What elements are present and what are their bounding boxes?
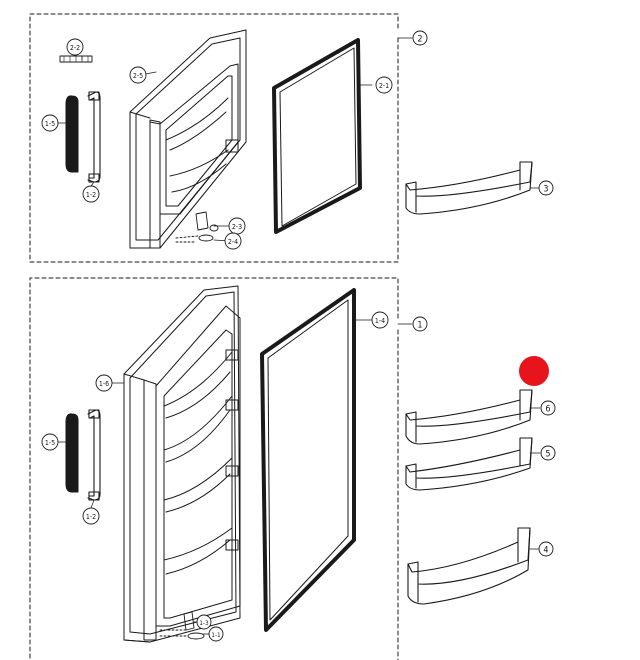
lower-door-group-box [29,277,413,660]
upper-seal-strip [59,55,93,63]
red-marker [519,356,549,386]
upper-handle-cover [65,95,79,173]
svg-text:2-3: 2-3 [232,223,242,231]
svg-text:1-2: 1-2 [86,513,96,521]
svg-text:2-4: 2-4 [228,238,238,246]
callout-4: 4 [538,541,554,557]
callout-1-2-top: 1-2 [82,185,100,203]
svg-text:2-2: 2-2 [70,44,80,52]
upper-hinge-parts [175,211,219,243]
callout-1-5-top: 1-5 [41,114,59,132]
lower-handle [87,409,101,501]
callout-2-4: 2-4 [224,232,242,250]
svg-text:1-1: 1-1 [211,631,221,639]
callout-6: 6 [540,400,556,416]
svg-text:2-5: 2-5 [133,72,143,80]
door-bin-5 [405,437,533,491]
callout-1-5-bottom: 1-5 [41,433,59,451]
callout-2-2: 2-2 [66,38,84,56]
callout-1-1: 1-1 [208,626,224,642]
lower-gasket [260,288,356,632]
upper-handle [87,91,101,183]
upper-gasket [272,38,362,234]
svg-text:1: 1 [417,321,422,331]
callout-1-3: 1-3 [196,614,212,630]
door-bin-3 [405,161,533,215]
door-bin-6 [405,389,533,445]
lower-door-panel [123,285,241,643]
callout-2: 2 [412,30,428,46]
svg-text:2-1: 2-1 [379,82,389,90]
svg-text:1-2: 1-2 [86,191,96,199]
callout-2-5: 2-5 [129,66,147,84]
svg-text:4: 4 [543,546,548,556]
callout-1-2-bottom: 1-2 [82,507,100,525]
svg-text:6: 6 [545,405,550,415]
svg-text:1-6: 1-6 [99,380,109,388]
svg-text:2: 2 [417,35,422,45]
callout-1: 1 [412,316,428,332]
callout-1-6: 1-6 [95,374,113,392]
lower-handle-cover [65,413,79,493]
upper-door-panel [129,29,247,249]
svg-text:1-5: 1-5 [45,439,55,447]
callout-2-1: 2-1 [375,76,393,94]
callout-2-3: 2-3 [228,217,246,235]
callout-5: 5 [540,445,556,461]
svg-text:1-3: 1-3 [199,619,209,627]
svg-text:5: 5 [545,450,550,460]
callout-1-4: 1-4 [371,311,389,329]
svg-text:1-5: 1-5 [45,120,55,128]
svg-text:1-4: 1-4 [375,317,385,325]
upper-door-group-box [29,13,413,263]
lower-hinge-parts [159,611,205,640]
callout-3: 3 [538,180,554,196]
svg-text:3: 3 [543,185,548,195]
door-bin-4 [407,527,531,605]
